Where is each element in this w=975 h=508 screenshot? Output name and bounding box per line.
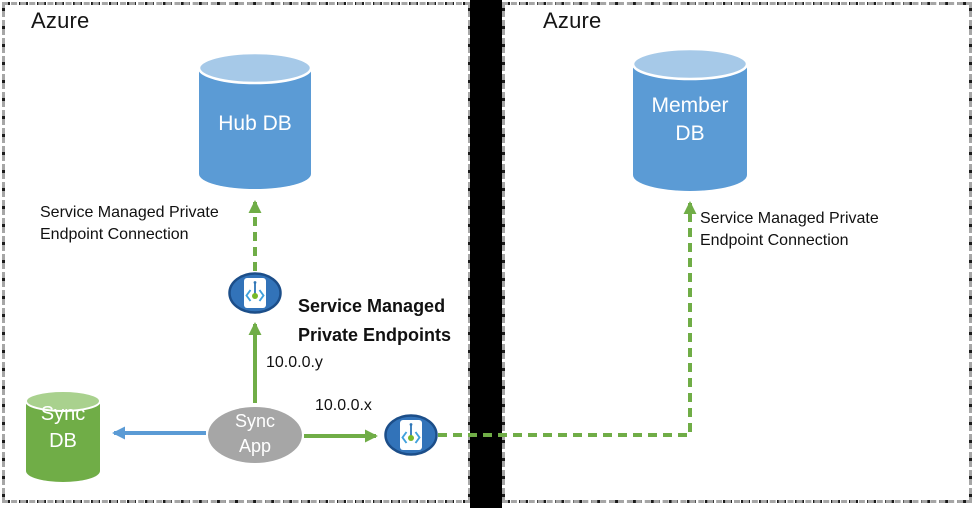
sync-app-ellipse (208, 407, 302, 463)
arrow-endpoint2-to-memberdb (438, 201, 697, 437)
sync-app-label: Sync App (234, 411, 276, 456)
private-endpoint-2 (384, 414, 438, 456)
sync-db-cylinder (25, 390, 101, 482)
sync-db-label: Sync DB (40, 403, 86, 452)
private-endpoint-icon (245, 281, 265, 302)
left-endpoint-connection-label: Service Managed Private Endpoint Connect… (40, 204, 219, 243)
right-endpoint-connection-label: Service Managed Private Endpoint Connect… (700, 210, 879, 249)
private-endpoint-icon (401, 423, 421, 444)
private-endpoint-1 (228, 272, 282, 314)
region-divider-bar (470, 0, 502, 508)
member-db-label: Member DB (651, 94, 729, 145)
member-db-cylinder (632, 48, 748, 191)
service-managed-private-endpoints-label: Service Managed Private Endpoints (298, 296, 452, 345)
ip-label-x: 10.0.0.x (315, 397, 372, 414)
ip-label-y: 10.0.0.y (266, 354, 323, 371)
hub-db-label: Hub DB (218, 112, 292, 135)
azure-region-left-title: Azure (31, 8, 90, 33)
azure-region-right-title: Azure (543, 8, 602, 33)
hub-db-cylinder (198, 52, 312, 189)
